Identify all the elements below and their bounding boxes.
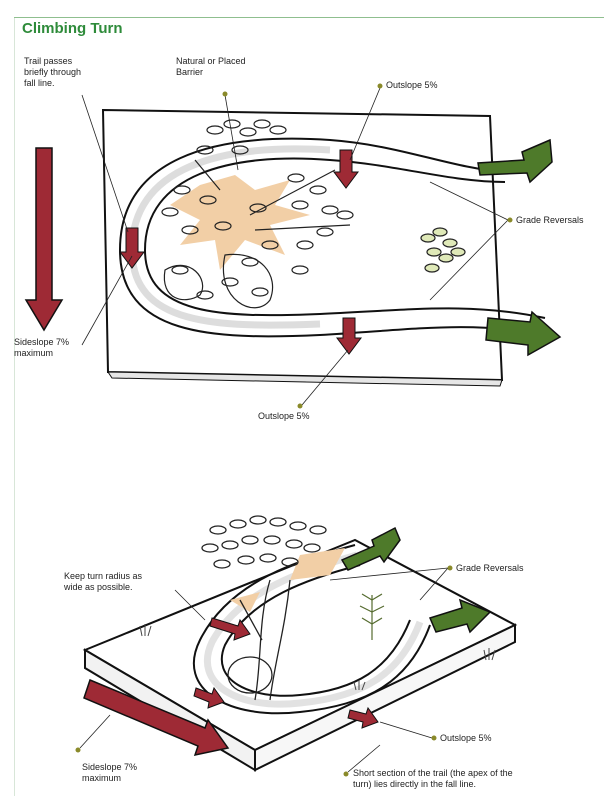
label-sideslope-bottom: Sideslope 7% maximum [82,762,137,784]
label-grade-reversals-bottom: Grade Reversals [456,563,524,574]
label-outslope-bottom-diagram: Outslope 5% [440,733,492,744]
top-diagram [26,84,560,409]
label-apex-note: Short section of the trail (the apex of … [353,768,513,790]
label-turn-radius: Keep turn radius as wide as possible. [64,571,142,593]
label-outslope-bottom: Outslope 5% [258,411,310,422]
sideslope-arrow-top [26,148,62,330]
label-trail-passes: Trail passes briefly through fall line. [24,56,81,89]
label-grade-reversals-top: Grade Reversals [516,215,584,226]
label-barrier: Natural or Placed Barrier [176,56,246,78]
label-outslope-top: Outslope 5% [386,80,438,91]
label-sideslope-top: Sideslope 7% maximum [14,337,69,359]
